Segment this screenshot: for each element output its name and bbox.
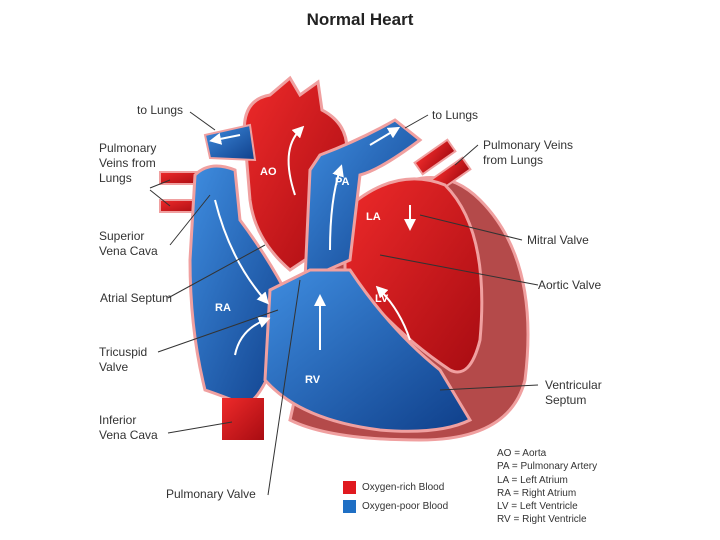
label-superior-vena-cava: Superior Vena Cava bbox=[99, 229, 158, 258]
label-pulmonary-valve: Pulmonary Valve bbox=[166, 487, 256, 501]
right-atrium bbox=[188, 164, 292, 407]
label-aortic-valve: Aortic Valve bbox=[538, 278, 602, 292]
chamber-ao: AO bbox=[260, 166, 277, 178]
label-atrial-septum: Atrial Septum bbox=[100, 291, 173, 305]
blue-swatch-icon bbox=[343, 500, 356, 513]
label-mitral-valve: Mitral Valve bbox=[527, 233, 589, 247]
pulmonary-artery bbox=[303, 118, 423, 283]
chamber-lv: LV bbox=[375, 293, 389, 305]
label-pulmonary-veins-right: Pulmonary Veins from Lungs bbox=[483, 138, 574, 167]
label-pulmonary-veins-left: Pulmonary Veins from Lungs bbox=[99, 141, 157, 185]
left-ventricle bbox=[343, 177, 484, 374]
legend-item-oxygen-poor: Oxygen-poor Blood bbox=[343, 497, 448, 516]
legend: Oxygen-rich Blood Oxygen-poor Blood bbox=[343, 478, 448, 516]
label-inferior-vena-cava: Inferior Vena Cava bbox=[99, 413, 158, 442]
label-to-lungs-right: to Lungs bbox=[432, 108, 479, 122]
red-swatch-icon bbox=[343, 481, 356, 494]
legend-item-oxygen-rich: Oxygen-rich Blood bbox=[343, 478, 448, 497]
chamber-la: LA bbox=[366, 211, 381, 223]
chamber-rv: RV bbox=[305, 374, 321, 386]
right-ventricle bbox=[263, 268, 473, 433]
chamber-pa: PA bbox=[335, 176, 350, 188]
label-to-lungs-left: to Lungs bbox=[137, 103, 184, 117]
label-ventricular-septum: Ventricular Septum bbox=[545, 378, 602, 407]
diagram-title: Normal Heart bbox=[306, 10, 414, 29]
inferior-vena-cava bbox=[222, 398, 264, 440]
label-tricuspid-valve: Tricuspid Valve bbox=[99, 345, 148, 374]
abbreviation-key: AO = Aorta PA = Pulmonary Artery LA = Le… bbox=[497, 448, 598, 526]
chamber-ra: RA bbox=[215, 302, 231, 314]
